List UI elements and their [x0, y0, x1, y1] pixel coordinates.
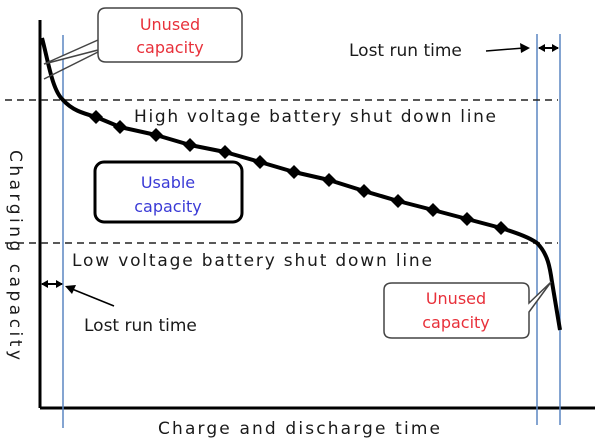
lost-run-time-bottom-pointer	[71, 288, 115, 307]
lost-run-time-top-label: Lost run time	[349, 41, 462, 61]
curve-marker	[357, 184, 371, 198]
usable-line2: capacity	[134, 197, 202, 216]
curve-marker	[287, 165, 301, 179]
curve-marker	[183, 138, 197, 152]
curve-marker	[253, 155, 267, 169]
unused-bottom-line2: capacity	[422, 313, 490, 332]
callout-unused-top: Unused capacity	[43, 7, 243, 80]
curve-marker	[89, 110, 103, 124]
lost-run-time-top-pointer	[485, 47, 525, 52]
callout-usable: Usable capacity	[93, 160, 244, 224]
curve-marker	[322, 173, 336, 187]
curve-marker	[218, 145, 232, 159]
curve-marker	[391, 194, 405, 208]
y-axis-label: Charging capacity	[5, 150, 25, 360]
curve-marker	[149, 128, 163, 142]
usable-line1: Usable	[141, 173, 195, 192]
unused-top-line1: Unused	[140, 15, 200, 34]
curve-markers	[89, 110, 508, 235]
callout-unused-bottom: Unused capacity	[383, 281, 552, 339]
lost-run-time-bottom-label: Lost run time	[84, 316, 197, 336]
unused-bottom-line1: Unused	[426, 289, 486, 308]
curve-marker	[426, 203, 440, 217]
curve-marker	[113, 120, 127, 134]
curve-marker	[494, 221, 508, 235]
low-voltage-label: Low voltage battery shut down line	[72, 251, 432, 271]
curve-marker	[460, 212, 474, 226]
high-voltage-label: High voltage battery shut down line	[134, 107, 496, 127]
x-axis-label: Charge and discharge time	[158, 419, 440, 439]
unused-top-line2: capacity	[136, 38, 204, 57]
